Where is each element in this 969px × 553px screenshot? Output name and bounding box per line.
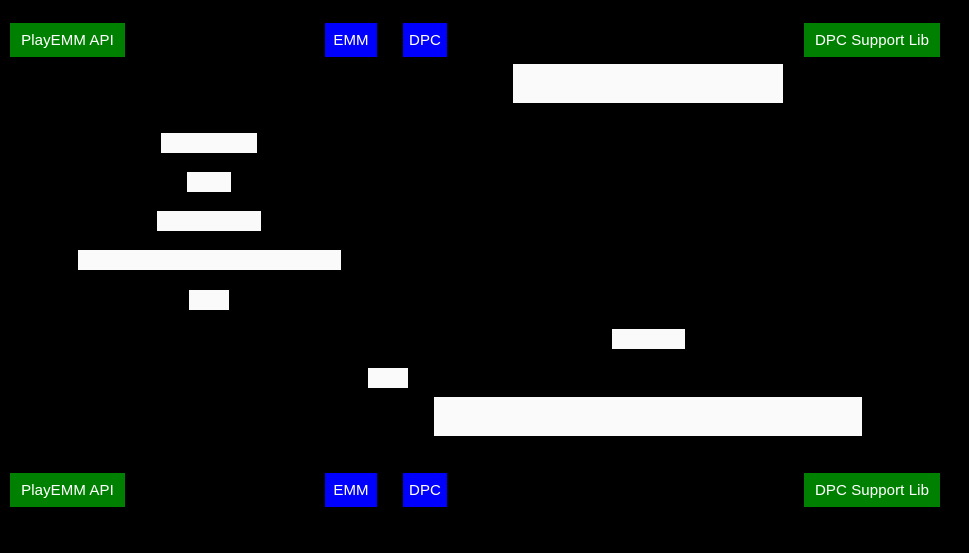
participant-dpc-support-lib-top[interactable]: DPC Support Lib — [804, 23, 940, 57]
participant-label: EMM — [333, 31, 369, 49]
participant-label: DPC — [409, 31, 441, 49]
participant-label: PlayEMM API — [21, 481, 114, 499]
arrow-users-update — [67, 232, 350, 233]
message-line-1: androidForWorkAccountSupport — [544, 104, 752, 120]
message-line-2: .addAndroidForWorkAccount(token, account… — [454, 495, 842, 512]
lifeline-supportlib — [871, 57, 872, 455]
sequence-diagram-canvas: PlayEMM API EMM DPC DPC Support Lib andr… — [10, 23, 940, 512]
message-label-user-id: userID — [187, 172, 231, 227]
message-label-callback: callback() — [612, 329, 685, 384]
participant-label: DPC — [409, 481, 441, 499]
participant-dpc-support-lib-bottom[interactable]: DPC Support Lib — [804, 473, 940, 507]
participant-emm-bottom[interactable]: EMM — [325, 473, 377, 507]
participant-emm-top[interactable]: EMM — [325, 23, 377, 57]
participant-playemm-api-bottom[interactable]: PlayEMM API — [10, 473, 125, 507]
participant-label: EMM — [333, 481, 369, 499]
participant-dpc-bottom[interactable]: DPC — [403, 473, 447, 507]
participant-label: PlayEMM API — [21, 31, 114, 49]
arrow-ensure-working-environment — [424, 104, 871, 105]
message-line-1: androidForWorkAccountSupport — [544, 437, 752, 453]
arrow-add-android-for-work-account — [424, 437, 871, 438]
arrow-users-insert — [67, 154, 350, 155]
lifeline-emm — [350, 57, 351, 455]
arrow-token-to-dpc — [350, 389, 424, 390]
message-label-users-update: users.update() — [157, 211, 261, 266]
participant-label: DPC Support Lib — [814, 481, 930, 499]
message-label-token-to-emm: token — [189, 290, 229, 345]
participant-playemm-api-top[interactable]: PlayEMM API — [10, 23, 125, 57]
arrow-generate-auth-token — [67, 271, 350, 272]
arrow-callback — [424, 350, 871, 351]
arrow-token-to-emm — [67, 311, 350, 312]
participant-dpc-top[interactable]: DPC — [403, 23, 447, 57]
message-line-1: callback() — [617, 368, 680, 384]
participant-label: DPC Support Lib — [814, 31, 930, 49]
message-line-2: .ensureWorkingEnvironment(callback) — [525, 162, 771, 179]
message-line-1: token — [191, 329, 227, 345]
message-label-add-android-for-work-account: androidForWorkAccountSupport .addAndroid… — [434, 397, 862, 512]
lifeline-dpc — [424, 57, 425, 455]
lifeline-playemm — [67, 57, 68, 455]
message-label-ensure-working-environment: androidForWorkAccountSupport .ensureWork… — [513, 64, 783, 179]
arrow-user-id — [67, 193, 350, 194]
message-label-users-insert: users.insert() — [161, 133, 257, 188]
message-label-token-to-dpc: token — [368, 368, 408, 423]
message-label-generate-auth-token: users.generateAuthenticationToken() — [78, 250, 341, 305]
message-line-1: token — [370, 407, 406, 423]
